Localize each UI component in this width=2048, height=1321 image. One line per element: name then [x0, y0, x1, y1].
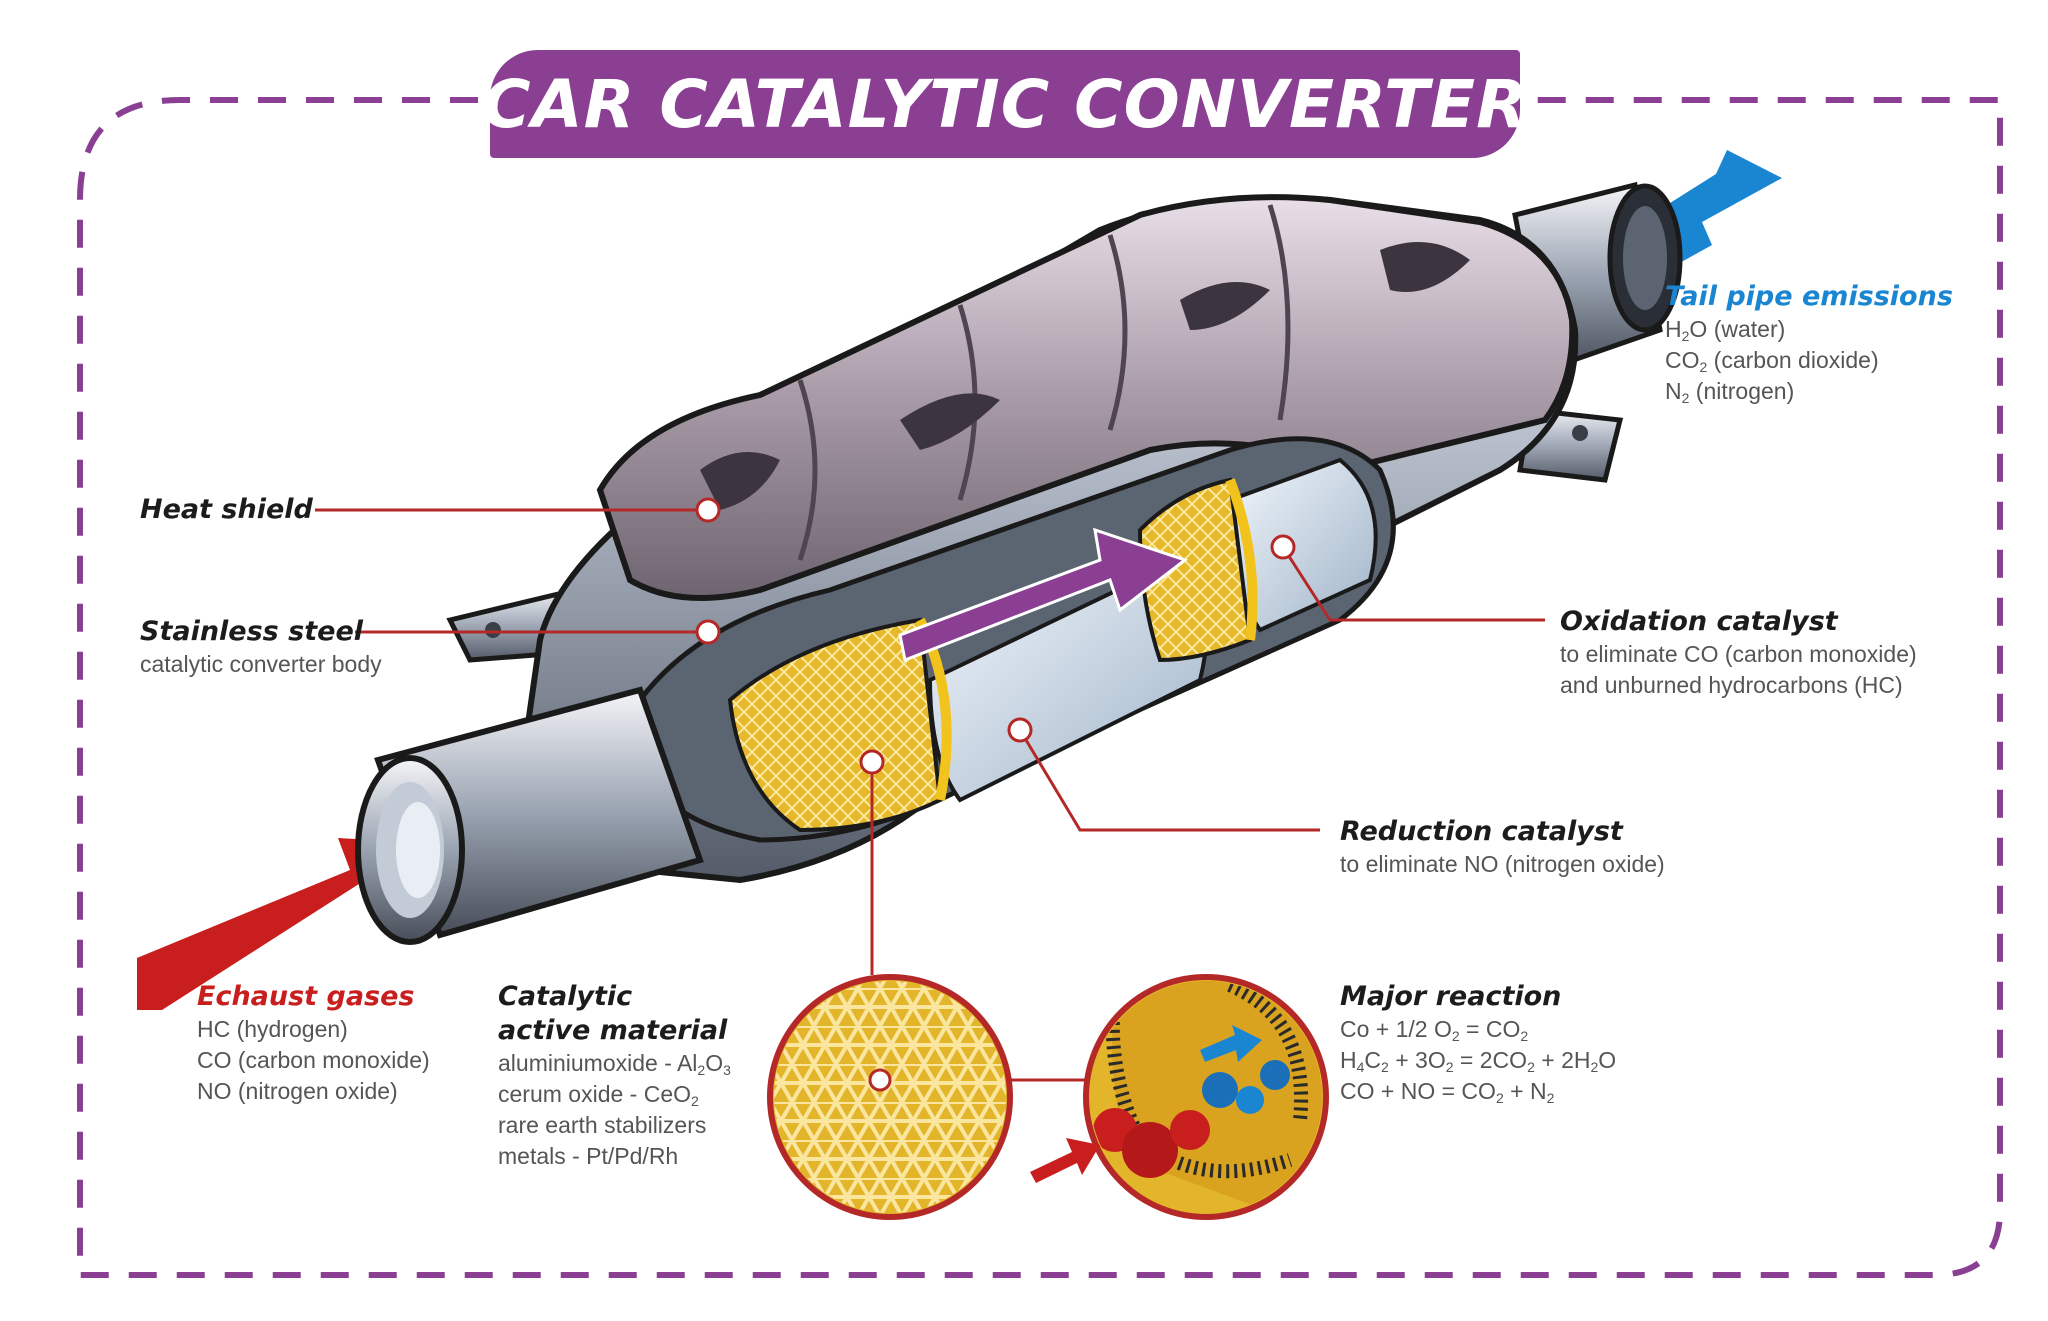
- catalytic-title-line1: Catalytic: [498, 981, 633, 1012]
- tailpipe-items: H2O (water) CO2 (carbon dioxide) N2 (nit…: [1665, 314, 1953, 407]
- tailpipe-label: Tail pipe emissions H2O (water) CO2 (car…: [1665, 280, 1953, 407]
- title-banner: CAR CATALYTIC CONVERTER: [482, 50, 1527, 158]
- page-title: CAR CATALYTIC CONVERTER: [482, 65, 1528, 143]
- stainless-steel-desc: catalytic converter body: [140, 651, 382, 677]
- reaction-equation: H4C2 + 3O2 = 2CO2 + 2H2O: [1340, 1047, 1617, 1075]
- tailpipe-title: Tail pipe emissions: [1665, 281, 1953, 312]
- exhaust-line: NO (nitrogen oxide): [197, 1078, 398, 1104]
- oxidation-desc: to eliminate CO (carbon monoxide) and un…: [1560, 639, 1917, 701]
- exhaust-line: HC (hydrogen): [197, 1016, 348, 1042]
- heat-shield-label: Heat shield: [140, 493, 313, 527]
- catalytic-line: rare earth stabilizers: [498, 1112, 707, 1138]
- exhaust-title: Echaust gases: [197, 981, 415, 1012]
- reaction-equation: Co + 1/2 O2 = CO2: [1340, 1016, 1529, 1044]
- stainless-steel-label: Stainless steel catalytic converter body: [140, 615, 382, 680]
- reaction-zoom: [1083, 974, 1329, 1220]
- heat-shield: [596, 194, 1576, 601]
- shield-shading: [700, 242, 1470, 510]
- exhaust-arrow: [137, 838, 404, 1010]
- exhaust-label: Echaust gases HC (hydrogen) CO (carbon m…: [197, 980, 430, 1107]
- catalytic-line: aluminiumoxide - Al2O3: [498, 1050, 731, 1078]
- inlet-pipe: [355, 686, 704, 945]
- catalytic-title-line2: active material: [498, 1015, 728, 1046]
- reduction-title: Reduction catalyst: [1340, 816, 1623, 847]
- reaction-equation: CO + NO = CO2 + N2: [1340, 1078, 1555, 1106]
- flow-arrow: [898, 527, 1189, 663]
- honeycomb-front: [727, 617, 943, 833]
- dashed-frame: [77, 97, 2003, 1278]
- oxidation-label: Oxidation catalyst to eliminate CO (carb…: [1560, 605, 1917, 701]
- honeycomb-mid: [1137, 477, 1253, 663]
- major-reaction-label: Major reaction Co + 1/2 O2 = CO2 H4C2 + …: [1340, 980, 1616, 1107]
- exhaust-desc: HC (hydrogen) CO (carbon monoxide) NO (n…: [197, 1014, 430, 1107]
- oxidation-line: and unburned hydrocarbons (HC): [1560, 672, 1903, 698]
- reaction-equations: Co + 1/2 O2 = CO2 H4C2 + 3O2 = 2CO2 + 2H…: [1340, 1014, 1616, 1107]
- catalytic-line: metals - Pt/Pd/Rh: [498, 1143, 679, 1169]
- honeycomb-zoom: [767, 974, 1013, 1220]
- oxidation-line: to eliminate CO (carbon monoxide): [1560, 641, 1917, 667]
- tailpipe-item: N2 (nitrogen): [1665, 378, 1795, 406]
- stainless-steel-title: Stainless steel: [140, 616, 364, 647]
- shield-ribs: [797, 204, 1291, 561]
- catalytic-desc: aluminiumoxide - Al2O3 cerum oxide - CeO…: [498, 1048, 731, 1172]
- exhaust-line: CO (carbon monoxide): [197, 1047, 430, 1073]
- reduction-desc: to eliminate NO (nitrogen oxide): [1340, 851, 1665, 877]
- oxidation-title: Oxidation catalyst: [1560, 606, 1838, 637]
- tailpipe-item: H2O (water): [1665, 316, 1786, 344]
- tailpipe-item: CO2 (carbon dioxide): [1665, 347, 1879, 375]
- major-reaction-title: Major reaction: [1340, 981, 1562, 1012]
- reduction-label: Reduction catalyst to eliminate NO (nitr…: [1340, 815, 1665, 880]
- heat-shield-title: Heat shield: [140, 494, 313, 525]
- catalytic-line: cerum oxide - CeO2: [498, 1081, 699, 1109]
- reaction-input-arrow: [1030, 1138, 1100, 1183]
- catalytic-material-label: Catalytic active material aluminiumoxide…: [498, 980, 731, 1172]
